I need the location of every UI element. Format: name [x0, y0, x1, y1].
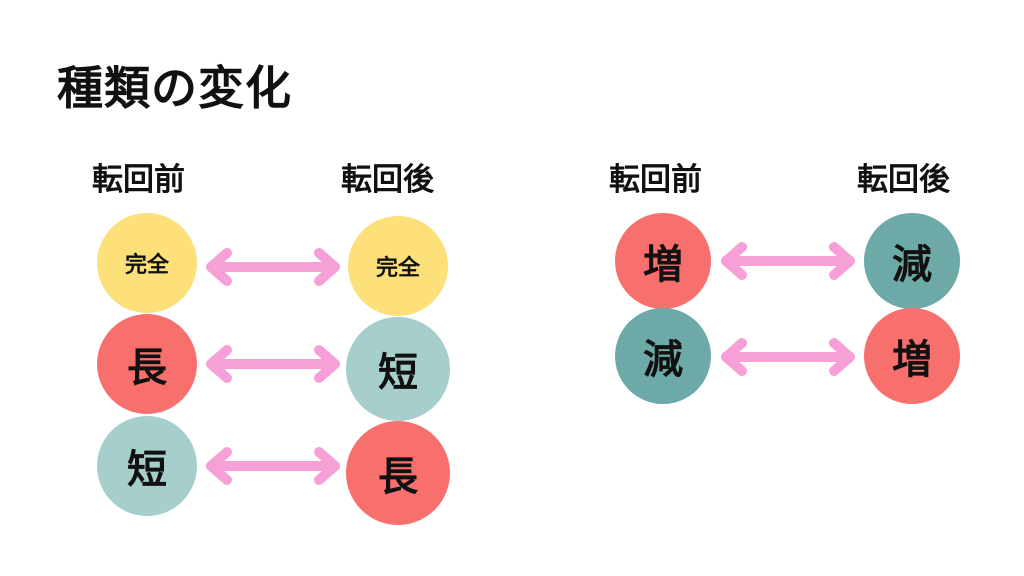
left-row3-after-circle: 長 [346, 421, 450, 525]
left-row3-before-circle: 短 [97, 416, 197, 516]
right-header-after: 転回後 [857, 162, 950, 198]
left-header-before: 転回前 [92, 162, 185, 198]
right-row2-after-circle: 増 [864, 308, 960, 404]
left-row1-after-circle: 完全 [348, 216, 448, 316]
double-headed-arrow-icon [206, 447, 340, 485]
page-title: 種類の変化 [57, 61, 292, 115]
double-headed-arrow-icon [721, 242, 855, 280]
right-header-before: 転回前 [609, 162, 702, 198]
right-row1-after-circle: 減 [864, 213, 960, 309]
double-headed-arrow-icon [721, 338, 855, 376]
left-row1-before-circle: 完全 [97, 213, 197, 313]
double-headed-arrow-icon [206, 345, 340, 383]
left-row2-before-circle: 長 [97, 314, 197, 414]
right-row1-before-circle: 増 [615, 213, 711, 309]
left-header-after: 転回後 [341, 162, 434, 198]
double-headed-arrow-icon [206, 248, 340, 286]
right-row2-before-circle: 減 [615, 308, 711, 404]
left-row2-after-circle: 短 [346, 317, 450, 421]
